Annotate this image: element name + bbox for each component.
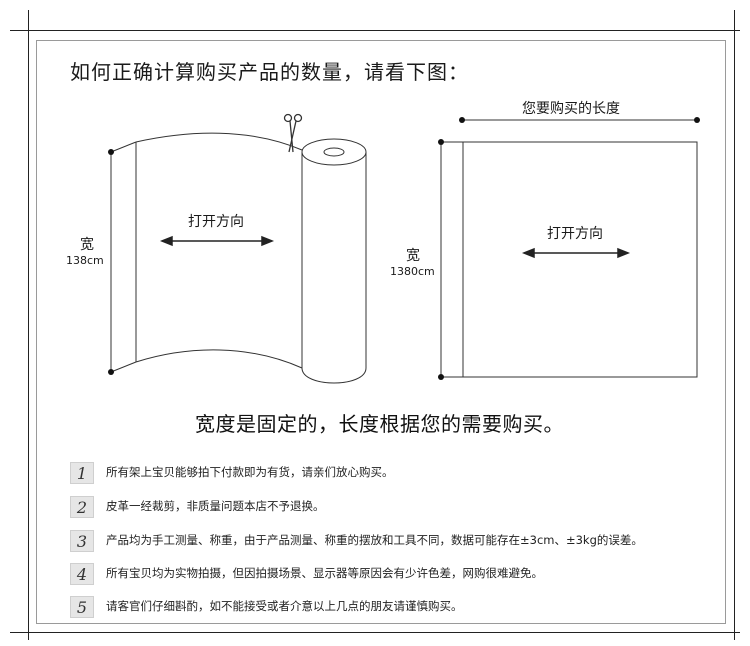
crop-mark-bottom (10, 632, 740, 633)
scissors-icon (283, 113, 303, 153)
page-title: 如何正确计算购买产品的数量，请看下图： (70, 60, 469, 84)
sheet-length-label: 您要购买的长度 (522, 101, 620, 117)
item-number: 1 (70, 462, 94, 484)
item-number: 5 (70, 596, 94, 618)
width-fixed-note: 宽度是固定的，长度根据您的需要购买。 (195, 412, 564, 436)
crop-mark-right (734, 10, 735, 640)
item-text: 产品均为手工测量、称重，由于产品测量、称重的摆放和工具不同，数据可能存在±3cm… (106, 533, 643, 547)
item-text: 所有架上宝贝能够拍下付款即为有货，请亲们放心购买。 (106, 465, 394, 479)
roll-width-label: 宽 (80, 237, 94, 253)
item-number: 2 (70, 496, 94, 518)
crop-mark-top (10, 30, 740, 31)
item-text: 皮革一经裁剪，非质量问题本店不予退换。 (106, 499, 325, 513)
item-number: 3 (70, 530, 94, 552)
roll-width-value: 138cm (66, 254, 104, 267)
item-text: 请客官们仔细斟酌，如不能接受或者介意以上几点的朋友请谨慎购买。 (106, 599, 463, 613)
sheet-illustration (438, 117, 700, 380)
sheet-width-value: 1380cm (390, 265, 435, 278)
crop-mark-left (28, 10, 29, 640)
roll-illustration (108, 113, 367, 384)
item-number: 4 (70, 563, 94, 585)
roll-direction-label: 打开方向 (188, 214, 244, 230)
sheet-width-label: 宽 (406, 248, 420, 264)
item-text: 所有宝贝均为实物拍摄，但因拍摄场景、显示器等原因会有少许色差，网购很难避免。 (106, 566, 543, 580)
content-frame (36, 40, 726, 624)
sheet-direction-label: 打开方向 (547, 226, 603, 242)
